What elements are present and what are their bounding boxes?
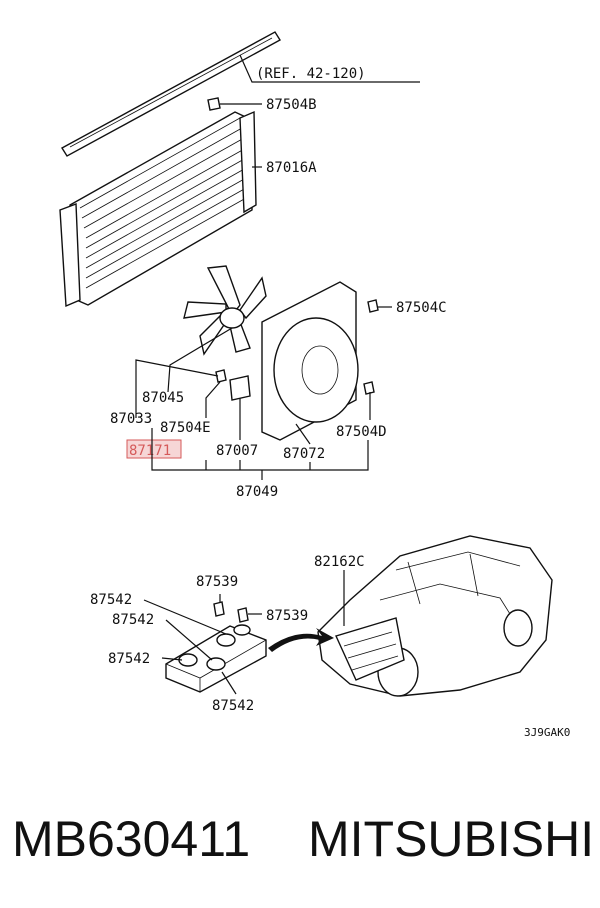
label-87171: 87171 — [129, 443, 171, 459]
label-87542-b: 87542 — [112, 612, 154, 628]
label-87007: 87007 — [216, 443, 258, 459]
clip-87504c — [367, 299, 379, 313]
footer: MB630411 MITSUBISHI — [0, 800, 600, 880]
highlight-box — [126, 439, 182, 459]
part-number: MB630411 — [12, 811, 251, 867]
motor-bracket — [229, 375, 251, 401]
label-87542-d: 87542 — [212, 698, 254, 714]
relay-bracket — [165, 624, 267, 693]
brand-name: MITSUBISHI — [308, 811, 595, 867]
label-87016a: 87016A — [266, 160, 317, 176]
parts-diagram: (REF. 42-120) 87504B 87016A 87504C — [59, 31, 570, 739]
clip-87539-a — [213, 601, 225, 617]
diagram-code: 3J9GAK0 — [524, 726, 570, 739]
clip-87504d — [363, 381, 375, 395]
clip-87504b — [207, 97, 221, 111]
label-87504b: 87504B — [266, 97, 317, 113]
ref-label: (REF. 42-120) — [256, 66, 366, 82]
label-87033: 87033 — [110, 411, 152, 427]
label-87539-right: 87539 — [266, 608, 308, 624]
label-87504e: 87504E — [160, 420, 211, 436]
condenser — [59, 110, 257, 308]
label-82162c: 82162C — [314, 554, 365, 570]
clip-87504e — [215, 369, 227, 383]
car — [317, 535, 553, 697]
label-87542-a: 87542 — [90, 592, 132, 608]
label-87542-c: 87542 — [108, 651, 150, 667]
fan — [183, 265, 267, 356]
label-87045: 87045 — [142, 390, 184, 406]
seal-strip — [61, 31, 281, 157]
label-87049: 87049 — [236, 484, 278, 500]
shroud — [261, 281, 359, 441]
label-87072: 87072 — [283, 446, 325, 462]
label-87504d: 87504D — [336, 424, 387, 440]
arrow-icon — [268, 628, 334, 652]
label-87504c: 87504C — [396, 300, 447, 316]
label-87539-top: 87539 — [196, 574, 238, 590]
clip-87539-b — [237, 607, 249, 623]
